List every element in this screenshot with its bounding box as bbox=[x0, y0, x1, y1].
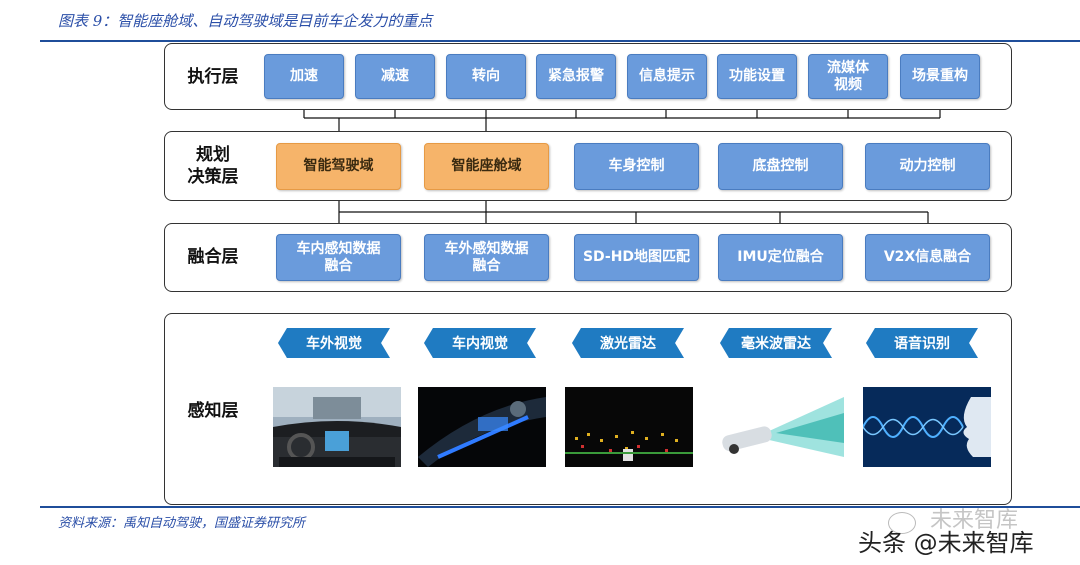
exec-emergency-alarm: 紧急报警 bbox=[536, 54, 616, 99]
exec-steer: 转向 bbox=[446, 54, 526, 99]
fusion-layer-title: 融合层 bbox=[187, 247, 239, 267]
execution-layer-title: 执行层 bbox=[187, 67, 239, 87]
interior-vision-image bbox=[418, 387, 546, 467]
bottom-divider bbox=[40, 506, 1080, 508]
voice-recognition-image bbox=[863, 387, 991, 467]
plan-body-control: 车身控制 bbox=[574, 143, 699, 190]
plan-powertrain-control: 动力控制 bbox=[865, 143, 990, 190]
plan-chassis-control: 底盘控制 bbox=[718, 143, 843, 190]
watermark-bottom: 头条 @未来智库 bbox=[858, 529, 1034, 557]
plan-smart-cockpit-domain: 智能座舱域 bbox=[424, 143, 549, 190]
exec-info-prompt: 信息提示 bbox=[627, 54, 707, 99]
figure-caption: 图表 9：智能座舱域、自动驾驶域是目前车企发力的重点 bbox=[58, 12, 433, 30]
tag-lidar: 激光雷达 bbox=[572, 328, 684, 358]
tag-mmwave-radar: 毫米波雷达 bbox=[720, 328, 832, 358]
fusion-imu-positioning: IMU定位融合 bbox=[718, 234, 843, 281]
fusion-sd-hd-map-matching: SD-HD地图匹配 bbox=[574, 234, 699, 281]
fusion-v2x-info: V2X信息融合 bbox=[865, 234, 990, 281]
exec-accelerate: 加速 bbox=[264, 54, 344, 99]
figure-source: 资料来源：禹知自动驾驶，国盛证券研究所 bbox=[58, 516, 306, 531]
exec-decelerate: 减速 bbox=[355, 54, 435, 99]
watermark-top: 未来智库 bbox=[930, 508, 1019, 533]
plan-autonomous-driving-domain: 智能驾驶域 bbox=[276, 143, 401, 190]
tag-exterior-vision: 车外视觉 bbox=[278, 328, 390, 358]
exec-streaming-video: 流媒体 视频 bbox=[808, 54, 888, 99]
tag-voice-recognition: 语音识别 bbox=[866, 328, 978, 358]
perception-layer-title: 感知层 bbox=[187, 401, 239, 421]
planning-layer-title: 规划 决策层 bbox=[187, 145, 239, 187]
fusion-exterior-sensing: 车外感知数据 融合 bbox=[424, 234, 549, 281]
top-divider bbox=[40, 40, 1080, 42]
wechat-icon bbox=[888, 512, 916, 534]
mmwave-radar-image bbox=[716, 387, 844, 467]
tag-interior-vision: 车内视觉 bbox=[424, 328, 536, 358]
lidar-image bbox=[565, 387, 693, 467]
fusion-in-cabin-sensing: 车内感知数据 融合 bbox=[276, 234, 401, 281]
exec-function-settings: 功能设置 bbox=[717, 54, 797, 99]
exec-scene-reconstruct: 场景重构 bbox=[900, 54, 980, 99]
exterior-vision-image bbox=[273, 387, 401, 467]
